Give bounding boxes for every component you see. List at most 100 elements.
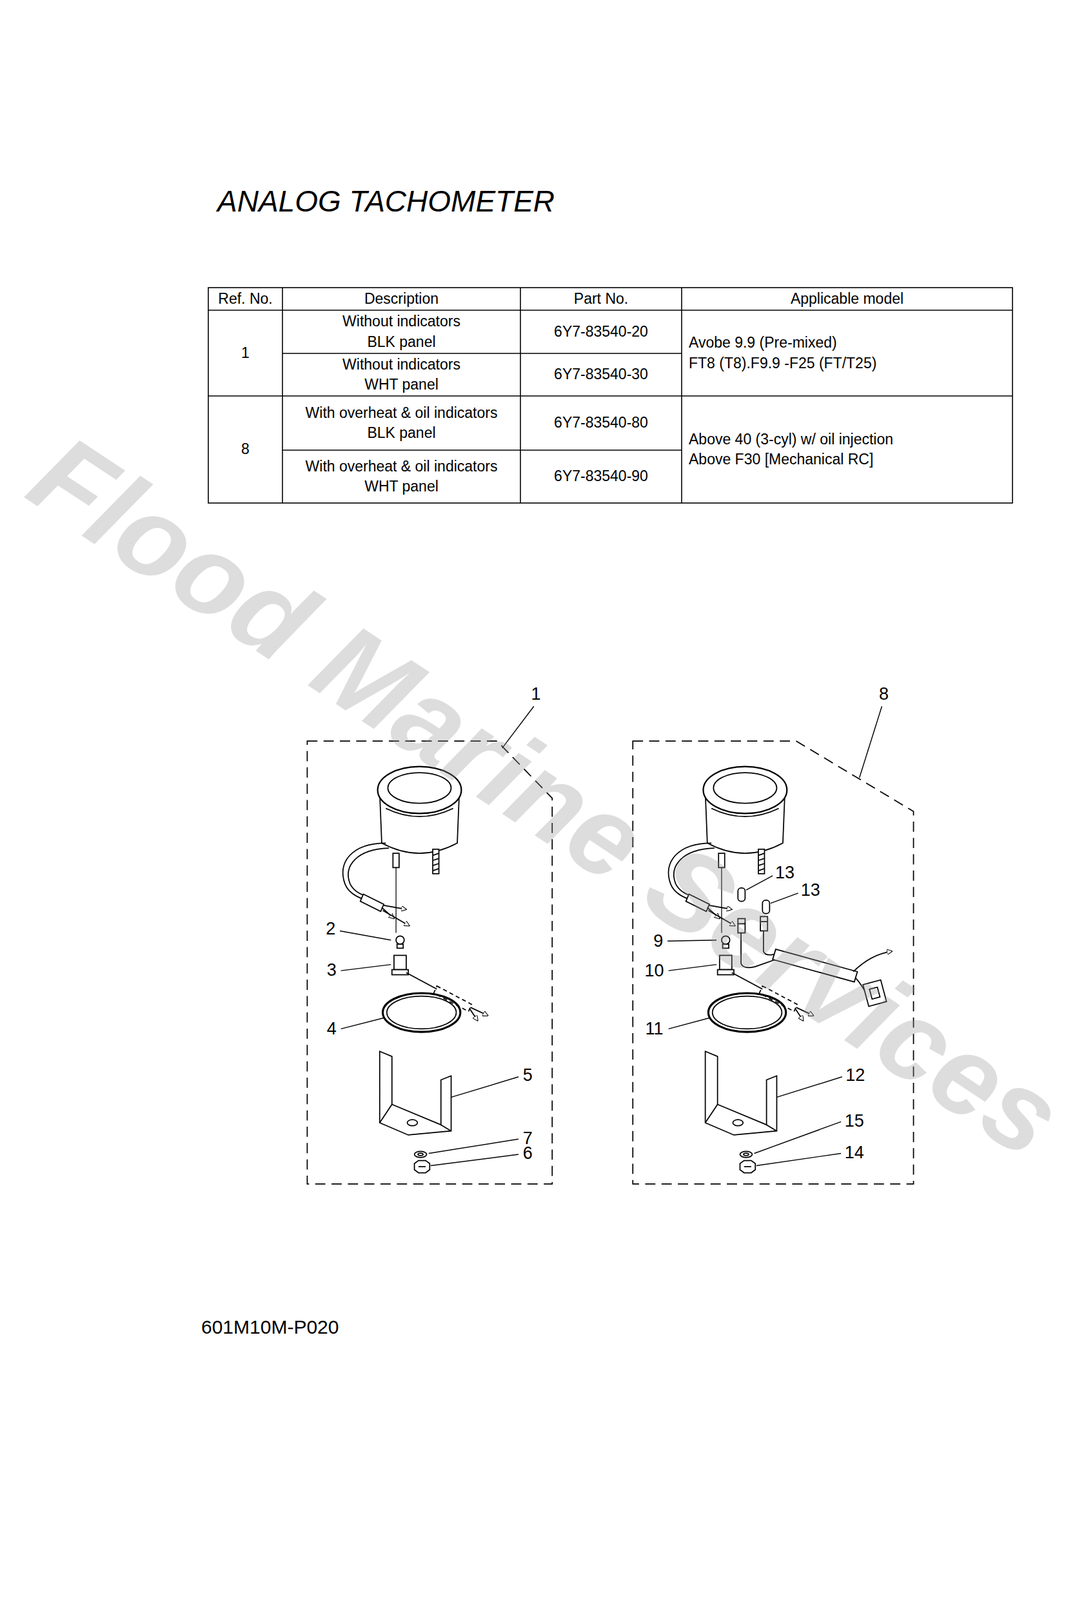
table-cell: 6Y7-83540-20	[520, 310, 682, 354]
polygon-shape	[772, 949, 858, 983]
path-shape	[746, 875, 773, 890]
table-header: Applicable model	[790, 288, 904, 309]
description-cell: Without indicators WHT panel	[342, 354, 461, 395]
rect-shape	[397, 944, 404, 948]
path-shape	[360, 893, 384, 912]
part-number: 6Y7-83540-20	[553, 321, 649, 342]
drawing-code: 601M10M-P020	[201, 1317, 339, 1337]
model-cell: Avobe 9.9 (Pre-mixed) FT8 (T8).F9.9 -F25…	[688, 332, 877, 373]
path-shape	[406, 972, 437, 989]
path-shape	[859, 706, 883, 778]
path-shape	[770, 893, 799, 904]
dashed-group-outline	[306, 740, 553, 1185]
table-header: Part No.	[573, 288, 629, 309]
path-shape	[395, 867, 396, 933]
callout-number: 5	[523, 1066, 533, 1084]
ellipse-shape	[386, 996, 457, 1030]
ellipse-shape	[417, 1153, 424, 1156]
path-shape	[668, 964, 717, 971]
path-shape	[383, 905, 407, 910]
description-cell: Without indicators BLK panel	[342, 311, 461, 352]
path-shape	[853, 951, 892, 972]
rect-shape	[862, 979, 887, 1007]
callout-number: 9	[653, 932, 663, 950]
harness	[737, 888, 892, 1007]
table-cell: 1	[208, 310, 283, 396]
path-shape	[754, 1121, 842, 1154]
callout-number: 12	[845, 1066, 865, 1084]
path-shape	[776, 1076, 842, 1098]
description-cell: With overheat & oil indicators WHT panel	[305, 456, 498, 497]
rect-shape	[737, 888, 745, 902]
rect-shape	[869, 987, 880, 1000]
ref-number: 8	[241, 439, 250, 460]
leader-lines	[339, 706, 882, 1166]
part-number: 6Y7-83540-90	[553, 466, 649, 487]
rect-shape	[392, 969, 409, 976]
line-shape	[281, 287, 284, 504]
dashed-group-outline	[632, 740, 914, 1185]
table-grid	[208, 287, 1013, 504]
path-shape	[502, 706, 534, 749]
line-shape	[208, 395, 1013, 397]
path-shape	[341, 964, 392, 971]
path-shape	[341, 1017, 386, 1029]
model-cell: Above 40 (3-cyl) w/ oil injection Above …	[688, 429, 894, 470]
part-number: 6Y7-83540-30	[553, 364, 649, 385]
table-cell: Description	[282, 287, 521, 311]
table-cell: With overheat & oil indicators WHT panel	[282, 450, 521, 504]
path-shape	[667, 940, 717, 942]
table-header: Ref. No.	[217, 288, 273, 309]
ellipse-shape	[407, 1119, 418, 1126]
ellipse-shape	[414, 1151, 427, 1157]
callout-number: 14	[844, 1143, 865, 1161]
path-shape	[339, 930, 391, 940]
callout-number: 13	[800, 881, 821, 899]
ellipse-shape	[383, 993, 461, 1032]
line-shape	[282, 449, 682, 451]
callout-number: 2	[325, 920, 336, 938]
watermark: Flood Marine Services	[12, 415, 1080, 1176]
tachometer-kit	[343, 766, 489, 1174]
path-shape	[379, 1051, 452, 1136]
ref-number: 1	[241, 343, 250, 364]
tachometer-kit	[668, 766, 814, 1174]
ellipse-shape	[387, 772, 451, 803]
path-shape	[418, 1165, 426, 1168]
table-cell: Part No.	[520, 287, 682, 311]
line-shape	[208, 309, 1013, 311]
table-cell: 6Y7-83540-90	[520, 450, 682, 504]
callout-number: 13	[775, 864, 795, 882]
part-number: 6Y7-83540-80	[553, 412, 649, 433]
rect-shape	[762, 900, 770, 914]
table-cell: 6Y7-83540-30	[520, 353, 682, 396]
table-cell: Applicable model	[681, 287, 1013, 311]
path-shape	[470, 1007, 489, 1016]
table-cell: Without indicators BLK panel	[282, 310, 521, 354]
path-shape	[343, 842, 387, 901]
line-shape	[282, 352, 682, 355]
description-cell: With overheat & oil indicators BLK panel	[305, 403, 498, 444]
line-shape	[681, 287, 683, 504]
table-cell: Without indicators WHT panel	[282, 353, 521, 396]
rect-shape	[392, 853, 399, 868]
page-title: ANALOG TACHOMETER	[217, 186, 555, 217]
rect-shape	[394, 955, 407, 970]
callout-number: 1	[530, 685, 541, 703]
path-shape	[756, 1153, 841, 1166]
callout-number: 15	[844, 1111, 865, 1130]
callout-number: 10	[644, 962, 664, 980]
path-shape	[451, 1076, 519, 1098]
table-cell: Ref. No.	[208, 287, 283, 311]
path-shape	[668, 1017, 711, 1029]
rect-shape	[208, 287, 1013, 504]
circle-shape	[395, 935, 405, 945]
path-shape	[740, 933, 776, 968]
rect-shape	[760, 916, 768, 931]
table-header: Description	[364, 288, 439, 309]
line-shape	[519, 287, 522, 504]
callout-number: 11	[644, 1020, 663, 1038]
table-cell: With overheat & oil indicators BLK panel	[282, 395, 521, 451]
